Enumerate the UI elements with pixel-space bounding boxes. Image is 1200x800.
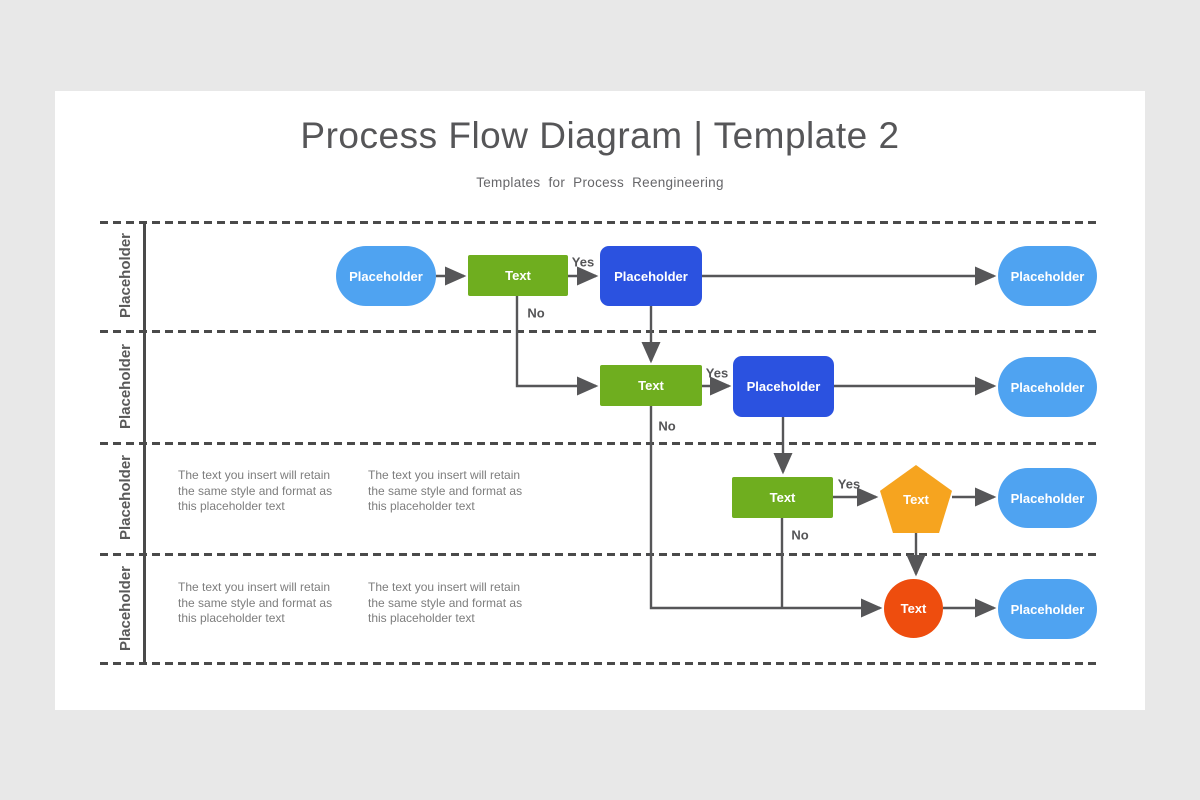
end-node-3[interactable]: Placeholder: [998, 468, 1097, 528]
end-node-4[interactable]: Placeholder: [998, 579, 1097, 639]
edge-label-yes-3: Yes: [837, 476, 861, 492]
edge-label-no-2: No: [658, 418, 676, 434]
edge-label-no-3: No: [791, 527, 809, 543]
start-node[interactable]: Placeholder: [336, 246, 436, 306]
process-node-2[interactable]: Placeholder: [733, 356, 834, 417]
placeholder-text-block: The text you insert will retain the same…: [178, 580, 333, 625]
lane-divider: [100, 662, 1098, 665]
end-node-1[interactable]: Placeholder: [998, 246, 1097, 306]
circle-node[interactable]: Text: [884, 579, 943, 638]
placeholder-text-block: The text you insert will retain the same…: [178, 468, 333, 513]
decision-node-2[interactable]: Text: [600, 365, 702, 406]
lane-divider: [100, 221, 1098, 224]
placeholder-text-block: The text you insert will retain the same…: [368, 580, 523, 625]
connector-lines: [436, 266, 997, 618]
process-node-1[interactable]: Placeholder: [600, 246, 702, 306]
end-node-2[interactable]: Placeholder: [998, 357, 1097, 417]
lane-divider: [100, 553, 1098, 556]
edge-label-yes-1: Yes: [571, 254, 595, 270]
decision-node-3[interactable]: Text: [732, 477, 833, 518]
placeholder-text-block: The text you insert will retain the same…: [368, 468, 523, 513]
page-subtitle: Templates for Process Reengineering: [476, 175, 724, 190]
edge-label-no-1: No: [527, 305, 545, 321]
decision-node-1[interactable]: Text: [468, 255, 568, 296]
slide-card: Process Flow Diagram | Template 2 Templa…: [55, 91, 1145, 710]
lane-rail-line: [143, 221, 146, 662]
lane-divider: [100, 330, 1098, 333]
page-title: Process Flow Diagram | Template 2: [300, 115, 900, 156]
edge-label-yes-2: Yes: [705, 365, 729, 381]
lane-divider: [100, 442, 1098, 445]
